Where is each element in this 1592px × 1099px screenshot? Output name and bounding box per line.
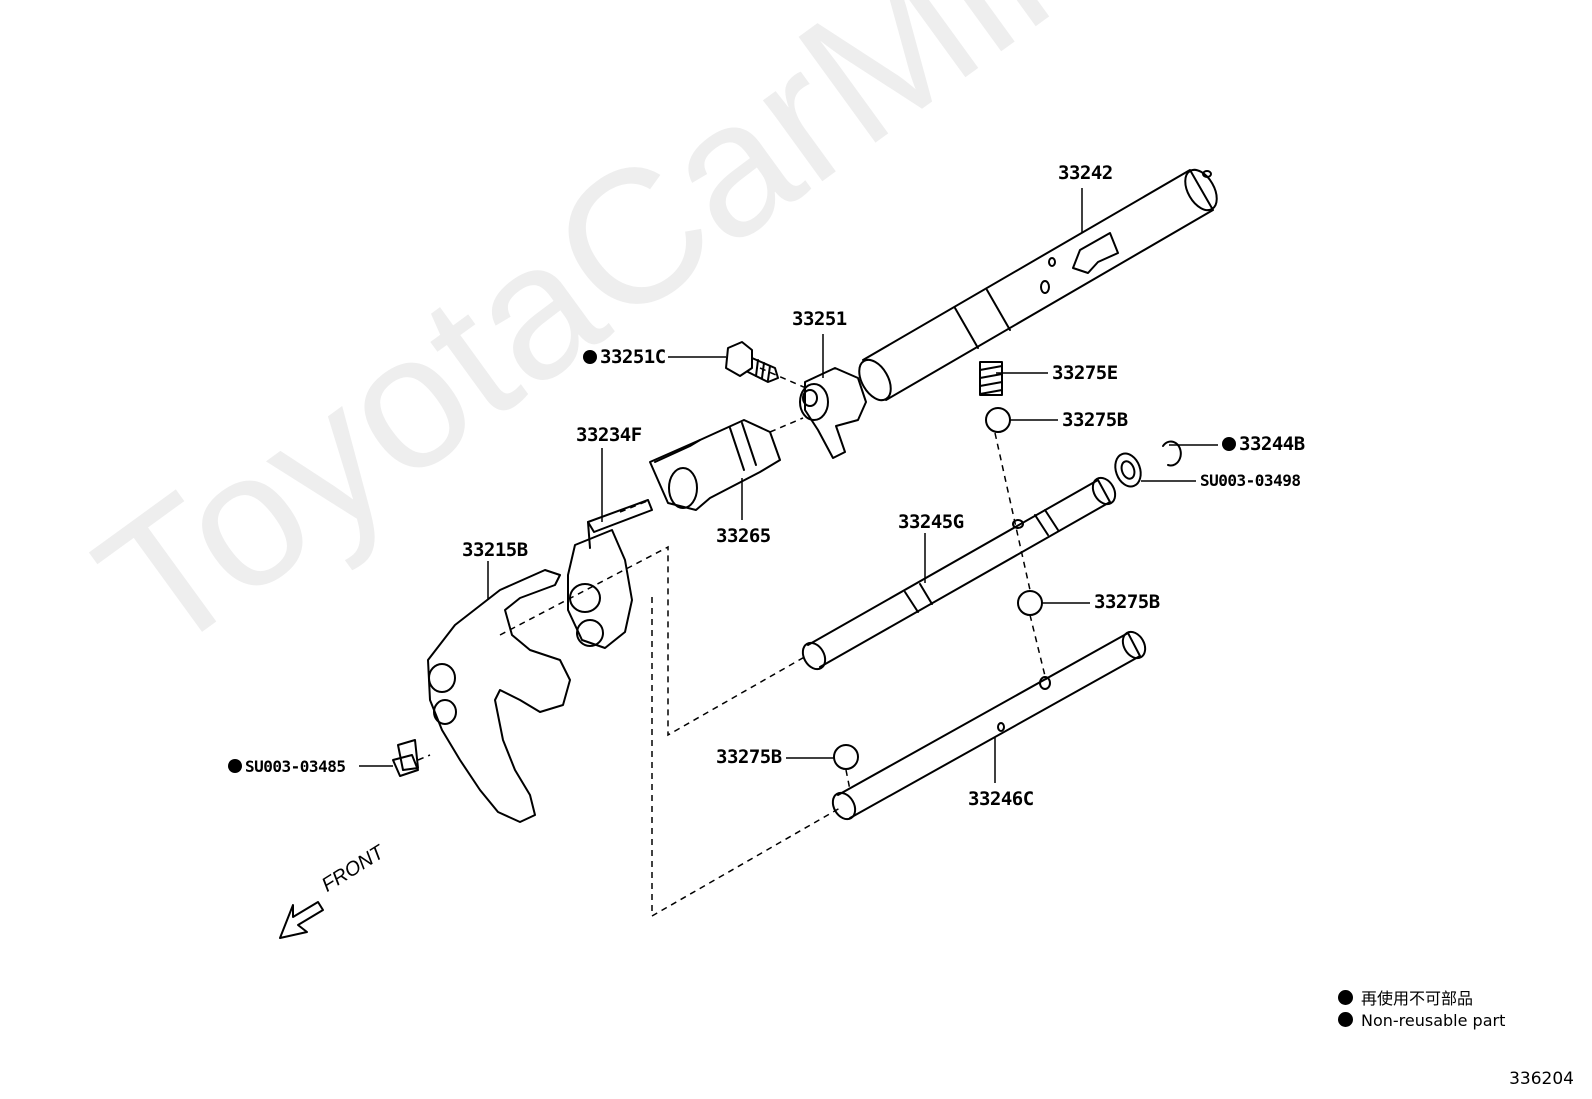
label-33275B-mid: 33275B <box>1094 591 1160 613</box>
ball-33275B-low <box>833 744 859 770</box>
label-33246C: 33246C <box>968 788 1034 810</box>
label-33245G: 33245G <box>898 511 964 533</box>
label-33275B-low: 33275B <box>716 746 782 768</box>
ball-33275B-top <box>985 407 1011 433</box>
label-33242: 33242 <box>1058 162 1113 184</box>
shift-lever-33251 <box>799 367 867 459</box>
shift-shaft-33245G <box>801 476 1117 671</box>
sleeve-33265 <box>649 419 781 511</box>
non-reusable-dot-icon <box>228 759 242 773</box>
non-reusable-dot-icon <box>1338 990 1353 1005</box>
plate-33234F <box>587 499 653 549</box>
non-reusable-dot-icon <box>1338 1012 1353 1027</box>
label-33244B: 33244B <box>1222 433 1305 455</box>
leader-lines <box>359 188 1218 783</box>
front-arrow-icon <box>279 901 324 939</box>
label-33251C: 33251C <box>583 346 666 368</box>
bolt-SU003-03485 <box>392 739 419 777</box>
label-SU003-03485: SU003-03485 <box>228 757 346 776</box>
label-33275B-top: 33275B <box>1062 409 1128 431</box>
non-reusable-dot-icon <box>583 350 597 364</box>
legend-english: Non-reusable part <box>1338 1011 1505 1030</box>
bolt-33251C <box>725 341 779 383</box>
snap-ring-33244B <box>1162 440 1182 467</box>
label-33265: 33265 <box>716 525 771 547</box>
label-SU003-03498: SU003-03498 <box>1200 471 1301 490</box>
shift-shaft-33242 <box>858 168 1218 402</box>
shift-fork-33215B <box>427 529 633 823</box>
label-33251: 33251 <box>792 308 847 330</box>
legend-japanese: 再使用不可部品 <box>1338 985 1473 1009</box>
ball-33275B-mid <box>1017 590 1043 616</box>
label-33215B: 33215B <box>462 539 528 561</box>
label-33275E: 33275E <box>1052 362 1118 384</box>
spring-33275E <box>979 361 1003 396</box>
label-33234F: 33234F <box>576 424 642 446</box>
non-reusable-dot-icon <box>1222 437 1236 451</box>
assembly-lines <box>417 367 1047 918</box>
washer-SU003-03498 <box>1114 452 1142 488</box>
diagram-code: 336204 <box>1509 1069 1574 1089</box>
